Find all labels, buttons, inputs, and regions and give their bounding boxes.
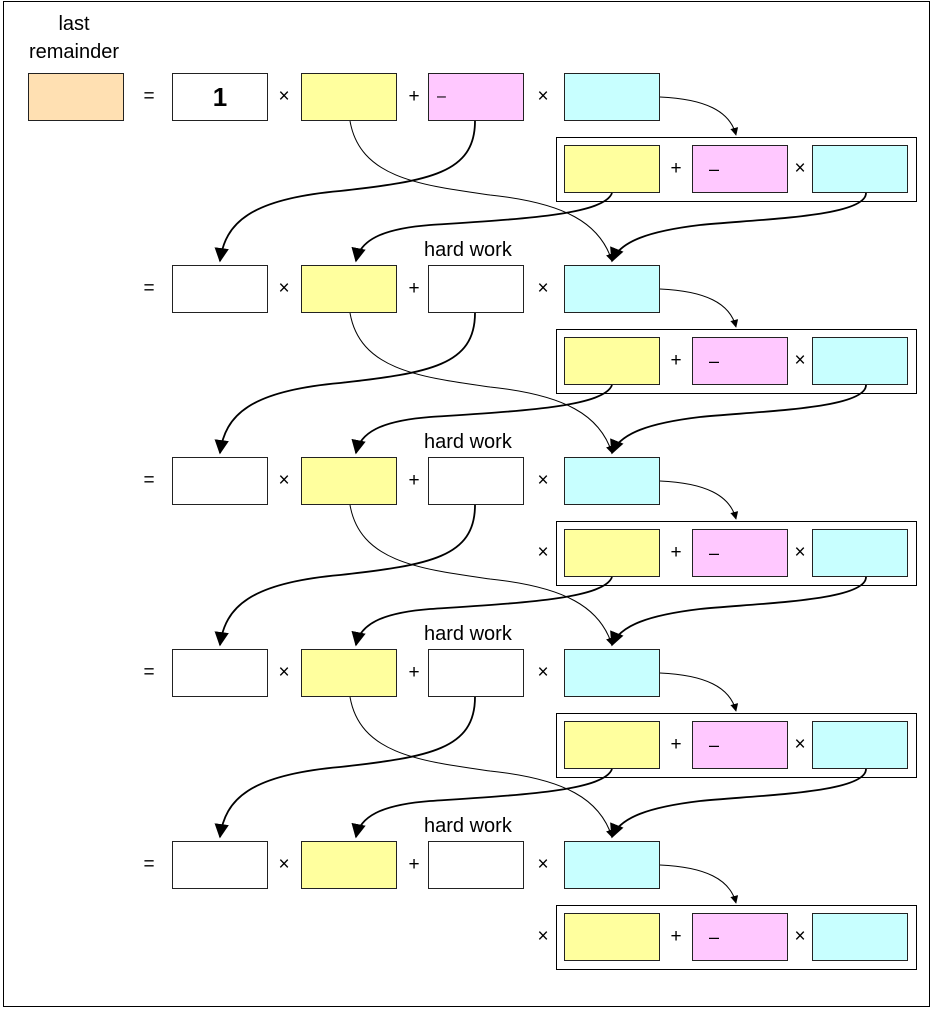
plus-sign-4: + [408, 662, 420, 683]
bracket-group-5 [556, 905, 917, 970]
times-sign-b-3: × [537, 470, 549, 491]
lower-cyan-box-3 [812, 529, 908, 577]
first-factor-box-3 [172, 457, 268, 505]
equals-sign-1: = [143, 86, 155, 107]
lower-times-sign-1: × [794, 158, 806, 179]
yellow-box-3 [301, 457, 397, 505]
last-remainder-box [28, 73, 124, 121]
middle-box-1: – [428, 73, 524, 121]
equals-sign-2: = [143, 278, 155, 299]
hard-work-label-4: hard work [424, 623, 512, 645]
heading-line-1: last [58, 13, 90, 35]
hard-work-label-2: hard work [424, 239, 512, 261]
yellow-box-4 [301, 649, 397, 697]
times-sign-a-2: × [278, 278, 290, 299]
lower-yellow-box-5 [564, 913, 660, 961]
lower-cyan-box-2 [812, 337, 908, 385]
yellow-box-1 [301, 73, 397, 121]
cyan-box-4 [564, 649, 660, 697]
middle-box-2 [428, 265, 524, 313]
lower-yellow-box-2 [564, 337, 660, 385]
first-factor-box-2 [172, 265, 268, 313]
lower-pink-box-1: – [692, 145, 788, 193]
times-sign-b-4: × [537, 662, 549, 683]
lower-plus-sign-5: + [670, 926, 682, 947]
first-factor-box-5 [172, 841, 268, 889]
times-sign-a-1: × [278, 86, 290, 107]
equals-sign-3: = [143, 470, 155, 491]
lower-times-sign-4: × [794, 734, 806, 755]
times-sign-a-5: × [278, 854, 290, 875]
lower-yellow-box-3 [564, 529, 660, 577]
lower-cyan-box-5 [812, 913, 908, 961]
heading-line-2: remainder [28, 41, 120, 63]
equals-sign-5: = [143, 854, 155, 875]
plus-sign-3: + [408, 470, 420, 491]
lower-plus-sign-3: + [670, 542, 682, 563]
hard-work-label-5: hard work [424, 815, 512, 837]
lower-yellow-box-4 [564, 721, 660, 769]
hard-work-label-3: hard work [424, 431, 512, 453]
middle-box-4 [428, 649, 524, 697]
lower-plus-sign-1: + [670, 158, 682, 179]
times-sign-b-1: × [537, 86, 549, 107]
last-remainder-heading: last remainder [14, 10, 134, 66]
plus-sign-2: + [408, 278, 420, 299]
lower-plus-sign-4: + [670, 734, 682, 755]
lower-pink-box-2: – [692, 337, 788, 385]
lower-times-sign-3: × [794, 542, 806, 563]
cyan-box-1 [564, 73, 660, 121]
lower-cyan-box-4 [812, 721, 908, 769]
middle-box-3 [428, 457, 524, 505]
middle-box-5 [428, 841, 524, 889]
cyan-box-2 [564, 265, 660, 313]
plus-sign-1: + [408, 86, 420, 107]
equals-sign-4: = [143, 662, 155, 683]
lower-plus-sign-2: + [670, 350, 682, 371]
cyan-box-5 [564, 841, 660, 889]
times-sign-a-3: × [278, 470, 290, 491]
lower-pink-box-4: – [692, 721, 788, 769]
yellow-box-2 [301, 265, 397, 313]
lower-pink-box-3: – [692, 529, 788, 577]
first-factor-box-4 [172, 649, 268, 697]
times-sign-b-2: × [537, 278, 549, 299]
lower-yellow-box-1 [564, 145, 660, 193]
lower-cyan-box-1 [812, 145, 908, 193]
lower-times-sign-2: × [794, 350, 806, 371]
cyan-box-3 [564, 457, 660, 505]
lower-prefix-times-3: × [537, 542, 549, 563]
first-factor-box-1: 1 [172, 73, 268, 121]
lower-pink-box-5: – [692, 913, 788, 961]
times-sign-a-4: × [278, 662, 290, 683]
times-sign-b-5: × [537, 854, 549, 875]
lower-times-sign-5: × [794, 926, 806, 947]
lower-prefix-times-5: × [537, 926, 549, 947]
plus-sign-5: + [408, 854, 420, 875]
yellow-box-5 [301, 841, 397, 889]
